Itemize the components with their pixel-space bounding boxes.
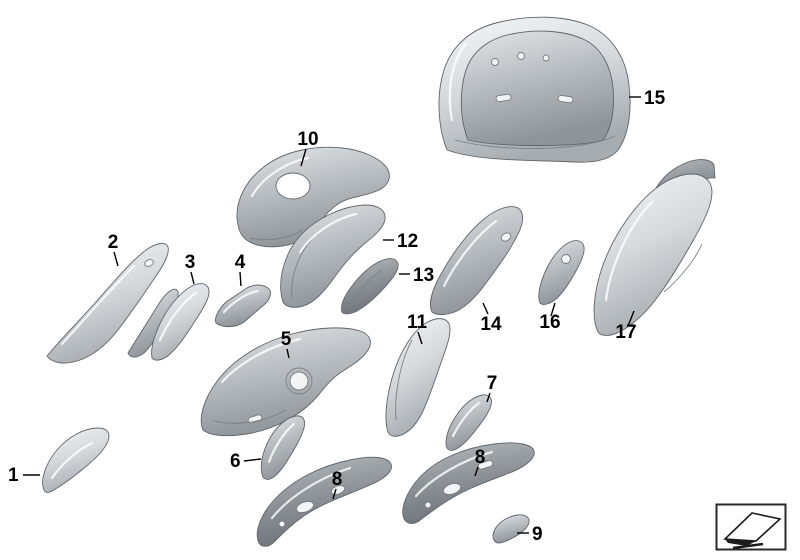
- callout-4[interactable]: 4: [235, 252, 246, 287]
- part-2[interactable]: [46, 243, 179, 364]
- part-17[interactable]: [593, 159, 716, 336]
- part-16[interactable]: [538, 240, 585, 305]
- callout-label-13[interactable]: 13: [413, 265, 434, 286]
- part-6[interactable]: [260, 415, 306, 480]
- part-9[interactable]: [492, 514, 530, 544]
- leader-line-14: [482, 302, 489, 315]
- leader-line-5: [286, 348, 290, 359]
- part-3[interactable]: [151, 283, 210, 361]
- callout-16[interactable]: 16: [539, 302, 561, 333]
- part-14[interactable]: [430, 206, 524, 315]
- callout-1[interactable]: 1: [8, 465, 40, 486]
- leader-line-17: [627, 310, 635, 327]
- part-15[interactable]: [438, 16, 631, 163]
- callout-label-3[interactable]: 3: [185, 252, 196, 273]
- callout-label-11[interactable]: 11: [407, 312, 428, 333]
- leader-line-3: [190, 271, 195, 285]
- leader-line-4: [239, 271, 242, 287]
- leader-line-8a: [332, 488, 337, 500]
- callout-label-5[interactable]: 5: [281, 329, 292, 350]
- part-10[interactable]: [236, 146, 390, 248]
- callout-3[interactable]: 3: [185, 252, 196, 285]
- callout-13[interactable]: 13: [399, 265, 434, 286]
- callout-17[interactable]: 17: [615, 310, 637, 343]
- part-8-left[interactable]: [256, 456, 392, 547]
- part-13[interactable]: [341, 258, 399, 315]
- callout-label-9[interactable]: 9: [532, 524, 543, 545]
- part-5[interactable]: [200, 327, 371, 437]
- callout-5[interactable]: 5: [281, 329, 292, 359]
- callout-7[interactable]: 7: [486, 373, 498, 403]
- leader-line-6: [243, 458, 262, 462]
- callout-8b[interactable]: 8: [474, 447, 486, 477]
- callout-label-15[interactable]: 15: [644, 88, 666, 109]
- callout-label-2[interactable]: 2: [108, 232, 119, 253]
- callout-label-17[interactable]: 17: [615, 322, 636, 343]
- callout-label-10[interactable]: 10: [297, 129, 318, 150]
- part-11[interactable]: [385, 318, 451, 437]
- callout-label-14[interactable]: 14: [480, 314, 502, 335]
- callout-label-16[interactable]: 16: [539, 312, 560, 333]
- callout-8a[interactable]: 8: [332, 469, 343, 500]
- callout-15[interactable]: 15: [629, 88, 666, 109]
- callout-2[interactable]: 2: [108, 232, 119, 267]
- part-7[interactable]: [445, 394, 492, 451]
- callout-label-12[interactable]: 12: [397, 231, 418, 252]
- leader-line-11: [417, 331, 423, 345]
- callout-label-1[interactable]: 1: [8, 465, 19, 486]
- callout-label-8b[interactable]: 8: [475, 447, 486, 468]
- part-8-right[interactable]: [402, 442, 535, 524]
- painted-part-icon: [723, 512, 782, 550]
- leader-line-10: [300, 148, 307, 167]
- part-4[interactable]: [215, 284, 271, 328]
- callout-12[interactable]: 12: [383, 231, 418, 252]
- part-12[interactable]: [280, 204, 386, 308]
- callout-10[interactable]: 10: [297, 129, 319, 167]
- part-1[interactable]: [42, 427, 110, 493]
- callout-11[interactable]: 11: [407, 312, 428, 345]
- leader-line-2: [113, 251, 119, 267]
- leader-line-8b: [474, 466, 479, 477]
- leader-line-7: [486, 392, 491, 403]
- callout-9[interactable]: 9: [517, 524, 543, 545]
- legend-box: [715, 503, 787, 551]
- callout-label-8a[interactable]: 8: [332, 469, 343, 490]
- callout-label-4[interactable]: 4: [235, 252, 246, 273]
- callout-label-7[interactable]: 7: [487, 373, 498, 394]
- callout-14[interactable]: 14: [480, 302, 502, 335]
- callout-6[interactable]: 6: [230, 451, 262, 472]
- leader-line-16: [550, 302, 556, 317]
- callout-label-6[interactable]: 6: [230, 451, 241, 472]
